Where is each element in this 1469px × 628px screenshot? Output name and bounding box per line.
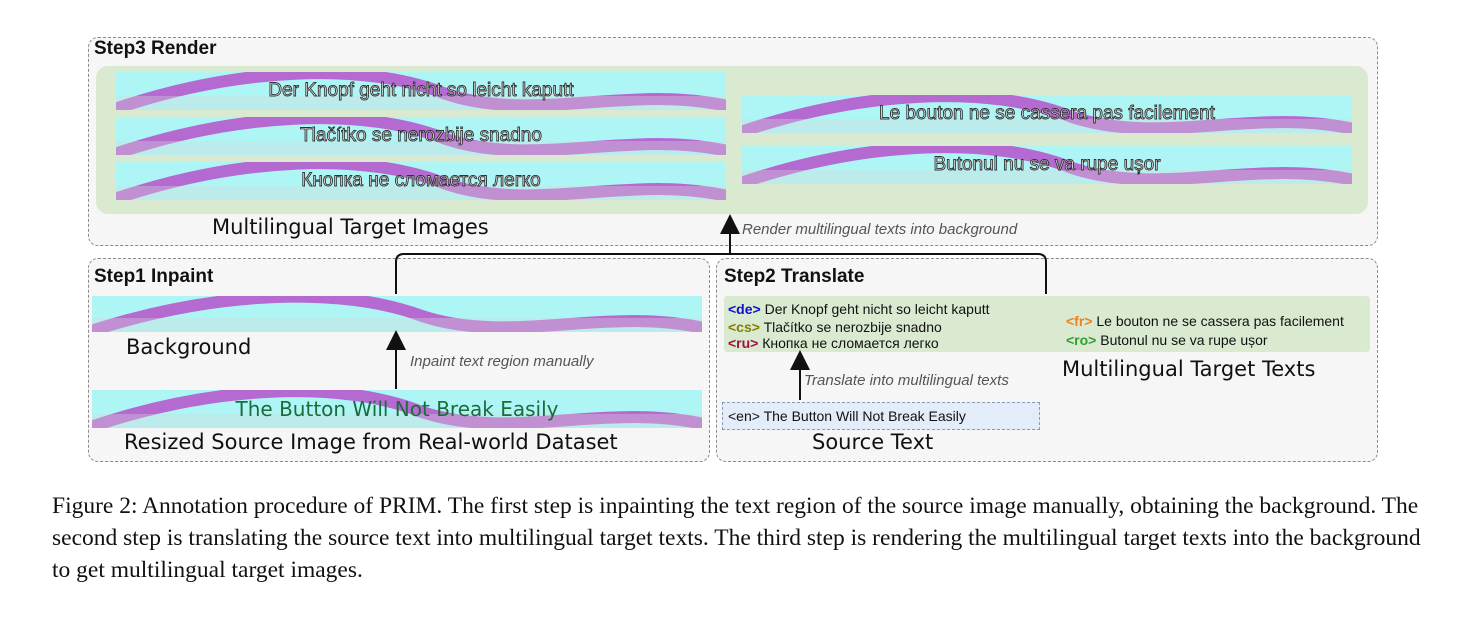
step1-title: Step1 Inpaint <box>94 266 214 287</box>
translation-text: Tlačítko se nerozbije snadno <box>763 319 942 335</box>
background-swirl <box>116 117 726 155</box>
lang-tag-ru: <ru> <box>728 335 759 351</box>
step3-title: Step3 Render <box>94 38 217 59</box>
target-image-de: Der Knopf geht nicht so leicht kaputt <box>116 72 726 110</box>
translation-text: Butonul nu se va rupe ușor <box>1100 332 1268 348</box>
step2-title: Step2 Translate <box>724 266 865 287</box>
translation-ro: <ro> Butonul nu se va rupe ușor <box>1066 332 1268 348</box>
target-image-ru: Кнопка не сломается легко <box>116 162 726 200</box>
translation-fr: <fr> Le bouton ne se cassera pas facilem… <box>1066 313 1344 329</box>
multilingual-target-texts-label: Multilingual Target Texts <box>1062 357 1316 381</box>
multilingual-target-texts-box <box>724 296 1370 352</box>
target-image-text: Le bouton ne se cassera pas facilement <box>879 103 1216 125</box>
translate-arrow-note: Translate into multilingual texts <box>804 372 1009 389</box>
translation-de: <de> Der Knopf geht nicht so leicht kapu… <box>728 301 990 317</box>
render-arrow-note: Render multilingual texts into backgroun… <box>742 221 1018 238</box>
target-image-text: Кнопка не сломается легко <box>301 170 541 192</box>
multilingual-target-images-label: Multilingual Target Images <box>212 215 489 239</box>
source-text-box <box>722 402 1040 430</box>
translation-ru: <ru> Кнопка не сломается легко <box>728 335 939 351</box>
background-swirl <box>92 296 702 332</box>
background-swirl <box>116 72 726 110</box>
lang-tag-cs: <cs> <box>728 319 760 335</box>
figure-caption: Figure 2: Annotation procedure of PRIM. … <box>52 493 1421 583</box>
translation-cs: <cs> Tlačítko se nerozbije snadno <box>728 319 942 335</box>
source-text-line: <en> The Button Will Not Break Easily <box>728 408 966 424</box>
target-image-fr: Le bouton ne se cassera pas facilement <box>742 95 1352 133</box>
lang-tag-fr: <fr> <box>1066 313 1093 329</box>
target-image-cs: Tlačítko se nerozbije snadno <box>116 117 726 155</box>
translation-text: Кнопка не сломается легко <box>762 335 939 351</box>
background-swirl <box>116 162 726 200</box>
background-label: Background <box>126 335 252 359</box>
target-image-text: Tlačítko se nerozbije snadno <box>300 125 543 147</box>
lang-tag-de: <de> <box>728 301 761 317</box>
background-image <box>92 296 702 332</box>
background-swirl <box>742 95 1352 133</box>
translation-text: Le bouton ne se cassera pas facilement <box>1096 313 1344 329</box>
source-image-label: Resized Source Image from Real-world Dat… <box>124 430 618 454</box>
source-text-label: Source Text <box>812 430 934 454</box>
target-image-text: Der Knopf geht nicht so leicht kaputt <box>268 80 574 102</box>
target-image-text: Butonul nu se va rupe ușor <box>933 154 1161 176</box>
background-swirl <box>742 146 1352 184</box>
source-text: The Button Will Not Break Easily <box>763 408 966 424</box>
source-lang-tag: <en> <box>728 408 760 424</box>
lang-tag-ro: <ro> <box>1066 332 1097 348</box>
inpaint-arrow-note: Inpaint text region manually <box>410 353 594 370</box>
background-swirl <box>92 390 702 428</box>
source-image-text: The Button Will Not Break Easily <box>235 397 559 421</box>
target-image-ro: Butonul nu se va rupe ușor <box>742 146 1352 184</box>
translation-text: Der Knopf geht nicht so leicht kaputt <box>764 301 990 317</box>
source-image: The Button Will Not Break Easily <box>92 390 702 428</box>
